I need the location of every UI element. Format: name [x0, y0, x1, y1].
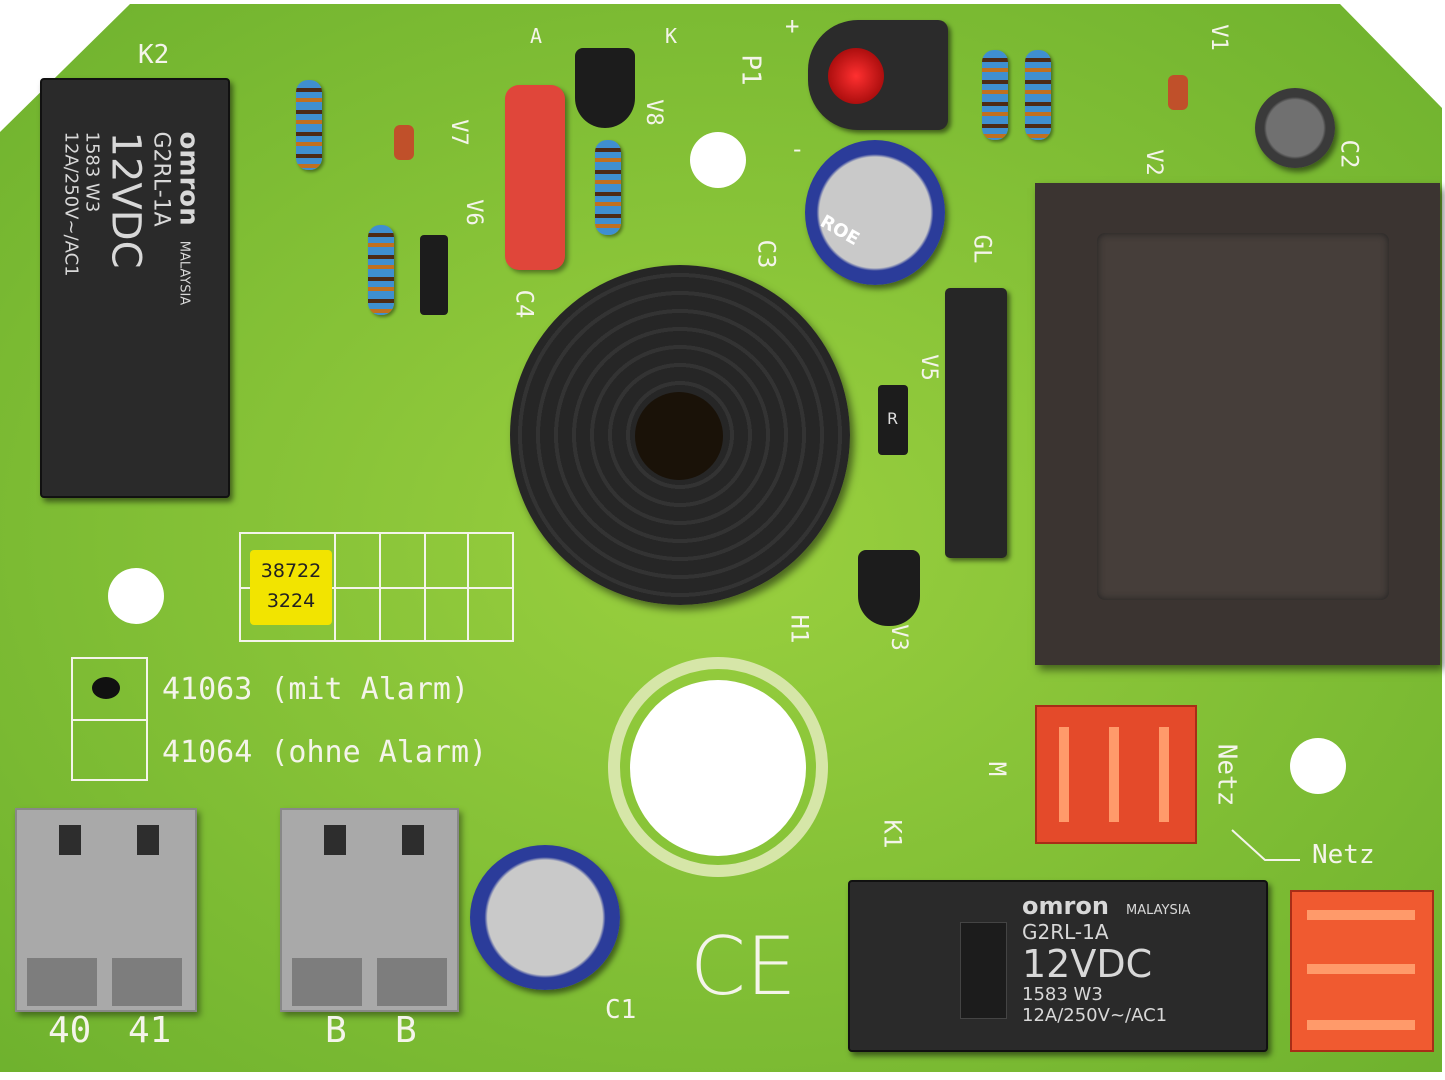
- label-a: A: [530, 24, 543, 48]
- label-v3: V3: [885, 624, 911, 651]
- label-terminal-b2: B: [395, 1010, 417, 1051]
- label-v6: V6: [460, 199, 486, 226]
- ce-mark: CE: [690, 920, 797, 1013]
- sticker-label: 38722 3224: [250, 550, 332, 625]
- label-c2: C2: [1335, 139, 1364, 169]
- relay-origin: MALAYSIA: [1126, 903, 1191, 918]
- relay-voltage: 12VDC: [102, 131, 149, 269]
- label-k2: K2: [138, 40, 170, 70]
- diode-v7: [394, 125, 414, 160]
- transistor-v3: [858, 550, 920, 626]
- relay-model: G2RL-1A: [148, 131, 174, 227]
- buzzer-h1: [510, 265, 850, 605]
- relay-code: 1583 W3: [81, 131, 103, 213]
- label-c1: C1: [605, 995, 637, 1025]
- diode-v5: R: [878, 385, 908, 455]
- label-v5: V5: [915, 354, 941, 381]
- resistor: [296, 80, 322, 170]
- label-terminal-41: 41: [128, 1010, 172, 1051]
- diode-v6: [420, 235, 448, 315]
- relay-origin: MALAYSIA: [176, 240, 192, 306]
- terminal-block-b-b[interactable]: [280, 808, 459, 1012]
- relay-model: G2RL-1A: [1022, 920, 1109, 944]
- sticker-line2: 3224: [266, 590, 316, 612]
- mounting-hole: [108, 568, 164, 624]
- relay-window: [960, 922, 1007, 1019]
- capacitor-c1: [470, 845, 620, 990]
- label-c3: C3: [752, 239, 781, 269]
- mounting-hole: [1290, 738, 1346, 794]
- label-k1: K1: [878, 819, 907, 849]
- capacitor-mark: ROE: [816, 211, 863, 250]
- label-terminal-b1: B: [325, 1010, 347, 1051]
- capacitor-c3: ROE: [805, 140, 945, 285]
- label-terminal-40: 40: [48, 1010, 92, 1051]
- rectifier-gl: [945, 288, 1007, 558]
- label-k: K: [665, 24, 678, 48]
- label-v7: V7: [445, 119, 471, 146]
- relay-k2: omron MALAYSIA G2RL-1A 12VDC 1583 W3 12A…: [40, 78, 230, 498]
- capacitor-c2: [1255, 88, 1335, 168]
- relay-rating: 12A/250V~/AC1: [60, 131, 82, 277]
- label-v1: V1: [1205, 24, 1231, 51]
- label-v2: V2: [1140, 149, 1166, 176]
- sticker-line1: 38722: [260, 560, 322, 582]
- relay-brand: omron: [173, 131, 204, 226]
- capacitor-c4: [505, 85, 565, 270]
- potentiometer-p1[interactable]: [808, 20, 948, 130]
- transistor-v8: [575, 48, 635, 128]
- label-m: M: [983, 761, 1012, 777]
- label-gl: GL: [968, 234, 997, 264]
- label-c4: C4: [510, 289, 539, 319]
- label-variant-no-alarm: 41064 (ohne Alarm): [162, 735, 488, 770]
- resistor: [368, 225, 394, 315]
- diode-mark: R: [887, 409, 899, 428]
- mounting-hole: [690, 132, 746, 188]
- label-variant-alarm: 41063 (mit Alarm): [162, 672, 470, 707]
- label-p1: P1: [735, 54, 766, 86]
- resistor: [1025, 50, 1051, 140]
- label-h1: H1: [785, 614, 814, 644]
- connector-netz[interactable]: [1290, 890, 1434, 1052]
- resistor: [982, 50, 1008, 140]
- label-minus: -: [790, 135, 805, 163]
- label-plus: +: [785, 12, 800, 40]
- label-netz: Netz: [1312, 840, 1375, 870]
- center-hole: [630, 680, 806, 856]
- relay-voltage: 12VDC: [1022, 942, 1153, 986]
- transformer: [1035, 183, 1440, 665]
- label-v8: V8: [640, 99, 666, 126]
- label-netz-vertical: Netz: [1211, 743, 1242, 807]
- resistor: [595, 140, 621, 235]
- relay-brand: omron: [1022, 892, 1109, 920]
- diode-v1: [1168, 75, 1188, 110]
- relay-code: 1583 W3: [1022, 984, 1103, 1005]
- connector-m[interactable]: [1035, 705, 1197, 844]
- terminal-block-40-41[interactable]: [15, 808, 197, 1012]
- relay-k1: omron MALAYSIA G2RL-1A 12VDC 1583 W3 12A…: [848, 880, 1268, 1052]
- relay-rating: 12A/250V~/AC1: [1022, 1005, 1168, 1026]
